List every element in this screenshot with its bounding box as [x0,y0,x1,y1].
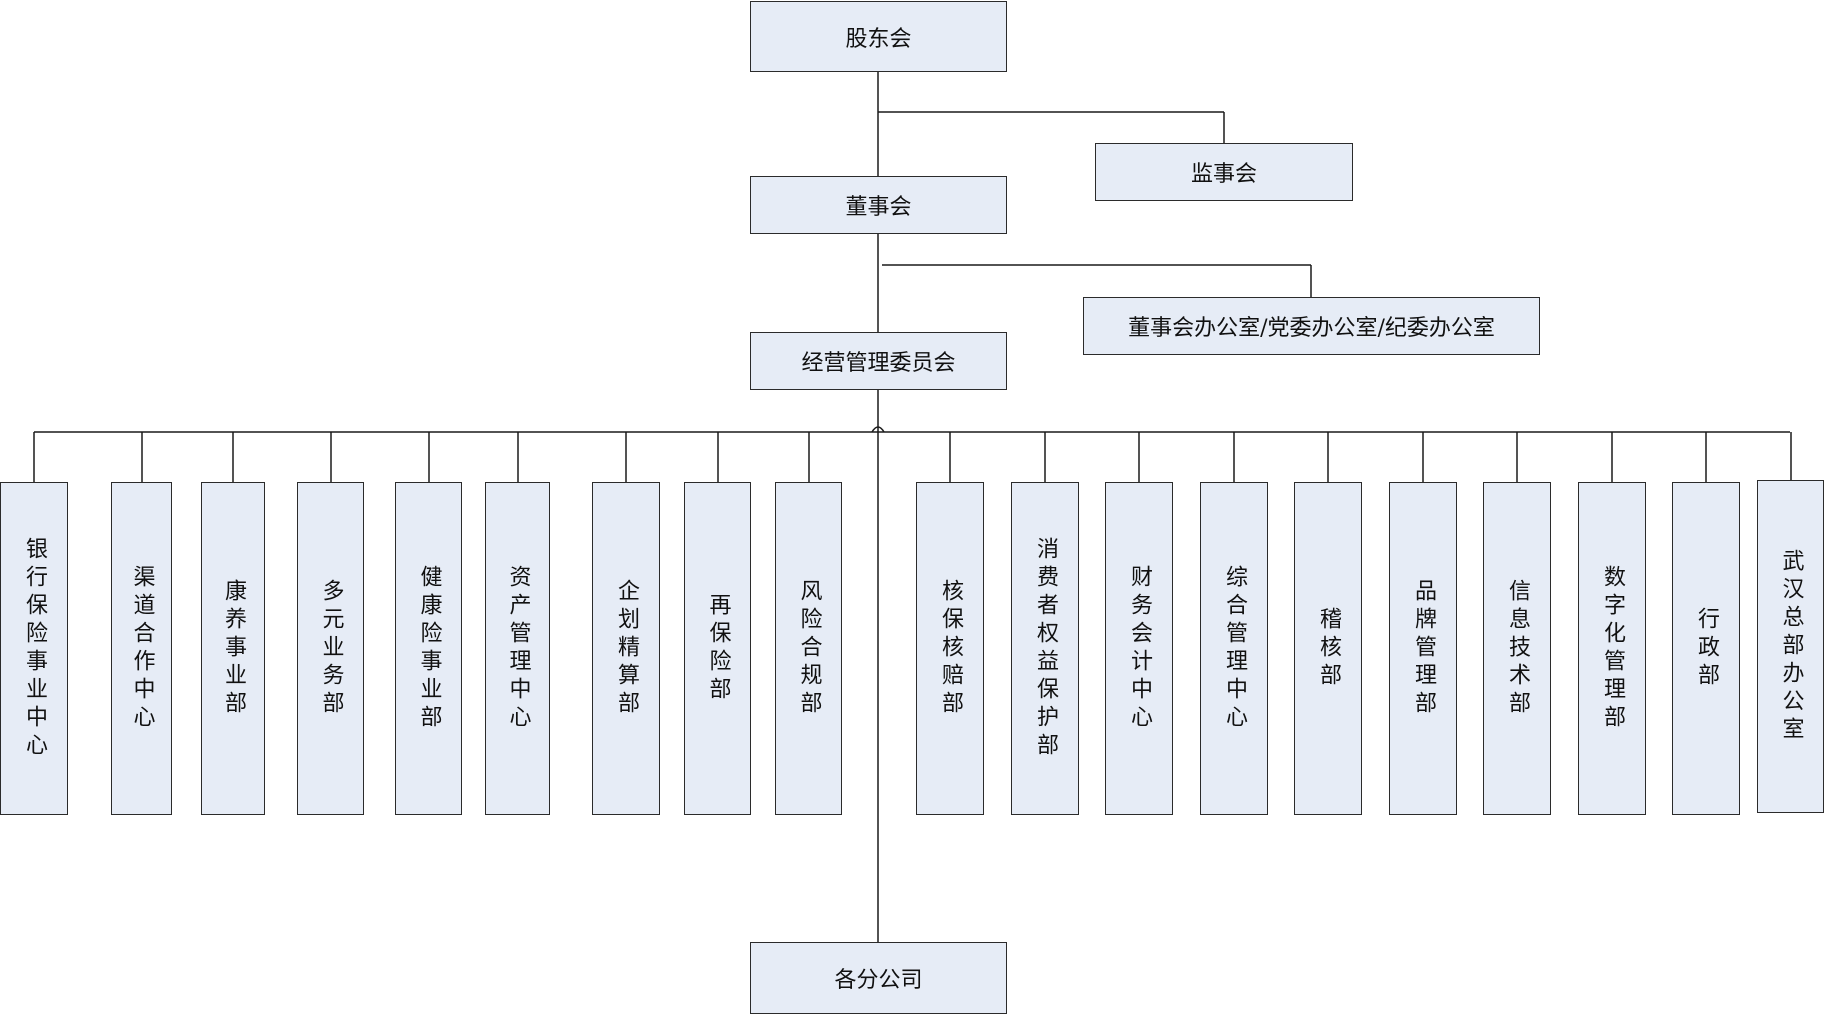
department-box: 渠道合作中心 [111,482,172,815]
supervisors-box: 监事会 [1095,143,1353,201]
board-office-box: 董事会办公室/党委办公室/纪委办公室 [1083,297,1540,355]
department-box: 健康险事业部 [395,482,462,815]
department-box: 稽核部 [1294,482,1362,815]
department-box: 数字化管理部 [1578,482,1646,815]
department-box: 企划精算部 [592,482,660,815]
branches-box: 各分公司 [750,942,1007,1014]
department-box: 武汉总部办公室 [1757,480,1824,813]
department-box: 再保险部 [684,482,751,815]
department-box: 多元业务部 [297,482,364,815]
department-box: 银行保险事业中心 [0,482,68,815]
department-box: 信息技术部 [1483,482,1551,815]
department-box: 资产管理中心 [485,482,550,815]
board-box: 董事会 [750,176,1007,234]
department-box: 核保核赔部 [916,482,984,815]
department-box: 风险合规部 [775,482,842,815]
department-box: 康养事业部 [201,482,265,815]
department-box: 品牌管理部 [1389,482,1457,815]
connector-crossover [871,426,885,433]
shareholders-box: 股东会 [750,1,1007,72]
management-committee-box: 经营管理委员会 [750,332,1007,390]
department-box: 行政部 [1672,482,1740,815]
department-box: 综合管理中心 [1200,482,1268,815]
department-box: 消费者权益保护部 [1011,482,1079,815]
department-box: 财务会计中心 [1105,482,1173,815]
